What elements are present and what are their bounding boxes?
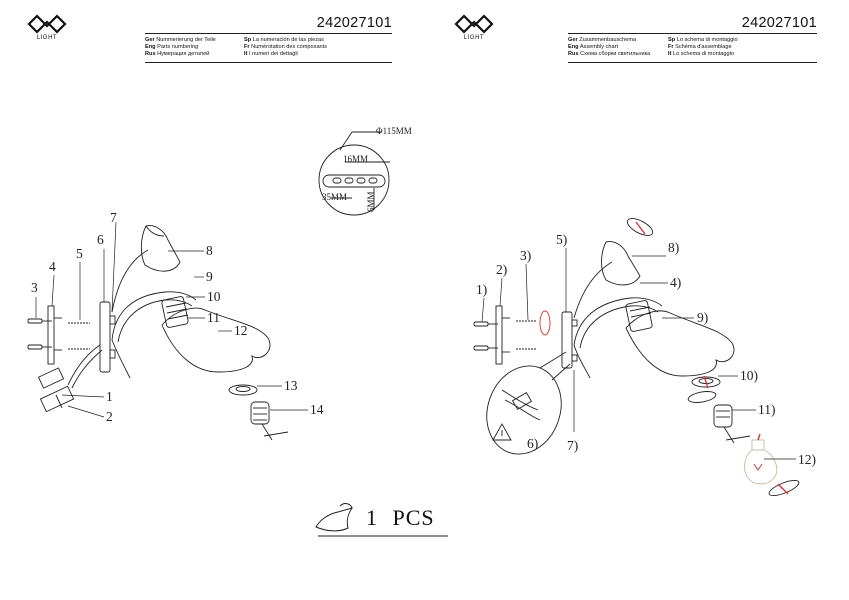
bulb-socket-left <box>250 401 289 441</box>
dim-slot-width: 35MM <box>322 192 348 202</box>
step-label-12: 12) <box>798 452 816 467</box>
screws-left <box>68 322 90 350</box>
lower-arm-left <box>111 291 197 379</box>
brand-logo-left: LIGHT <box>27 14 67 41</box>
shade-ring-right <box>687 375 721 403</box>
lamp-holder-and-shade-left <box>161 296 271 373</box>
mw-logo-icon <box>454 14 494 34</box>
wiring-detail-right <box>486 351 571 455</box>
lang-col1-left: Ger Nummerierung der Teile Eng Parts num… <box>145 37 216 57</box>
lang-col2-left: Sp La numeración de las piezas Fr Numéro… <box>244 37 328 57</box>
shade-quantity-icon <box>315 503 354 532</box>
mw-logo-icon <box>27 14 67 34</box>
step-label-3: 3) <box>520 248 532 263</box>
step-label-9: 9) <box>697 310 709 325</box>
part-label-7: 7 <box>110 210 117 225</box>
part-label-10: 10 <box>207 289 221 304</box>
leader-lines-right <box>481 248 796 460</box>
dim-slot-height: 6MM <box>366 191 376 212</box>
part-label-13: 13 <box>284 378 298 393</box>
lamp-holder-and-shade-right <box>625 300 735 377</box>
brand-logo-right: LIGHT <box>454 14 494 41</box>
quantity-label: 1 PCS <box>366 505 435 531</box>
part-label-3: 3 <box>31 280 38 295</box>
part-label-1: 1 <box>106 389 113 404</box>
header-bottom-rule-right <box>568 62 817 63</box>
lang-col1-right: Ger Zusammenbauschema Eng Assembly chart… <box>568 37 651 57</box>
light-bulb-right <box>744 433 800 497</box>
backplate-left <box>99 301 116 373</box>
step-label-2: 2) <box>496 262 508 277</box>
quantity-count: 1 <box>366 505 378 530</box>
step-label-1: 1) <box>476 282 488 297</box>
part-label-6: 6 <box>97 232 104 247</box>
wall-anchors-right <box>473 321 498 351</box>
shade-ring-left <box>228 384 258 396</box>
quantity-unit: PCS <box>392 505 435 530</box>
shade-cap-right <box>626 218 654 236</box>
logo-text: LIGHT <box>463 35 485 41</box>
dim-slot-spacing: 16MM <box>343 154 369 164</box>
bulb-socket-right <box>713 404 751 444</box>
header-rule-right <box>568 33 817 34</box>
part-label-4: 4 <box>49 259 56 274</box>
part-label-9: 9 <box>206 269 213 284</box>
step-label-11: 11) <box>758 402 776 417</box>
header-rule-left <box>145 33 392 34</box>
step-label-8: 8) <box>668 240 680 255</box>
logo-text: LIGHT <box>36 35 58 41</box>
upper-arm-and-shade-right <box>573 241 641 319</box>
lower-arm-right <box>573 297 663 379</box>
screws-right <box>516 310 551 350</box>
upper-arm-and-shade-left <box>111 225 181 313</box>
mounting-plate-right <box>495 305 510 365</box>
step-label-6: 6) <box>527 436 539 451</box>
wall-anchors-left <box>27 318 52 350</box>
step-label-5: 5) <box>556 232 568 247</box>
dim-diameter: Φ115MM <box>376 126 412 136</box>
part-label-2: 2 <box>106 409 113 424</box>
step-label-4: 4) <box>670 275 682 290</box>
part-label-14: 14 <box>310 402 324 417</box>
part-label-11: 11 <box>207 310 220 325</box>
terminal-block-left <box>37 344 103 413</box>
leader-lines-left <box>35 221 308 418</box>
header-bottom-rule-left <box>145 62 392 63</box>
backplate-dimension-detail <box>318 131 390 216</box>
step-label-10: 10) <box>740 368 758 383</box>
step-label-7: 7) <box>567 438 579 453</box>
lang-col2-right: Sp Lo schema di montaggio Fr Schéma d'as… <box>668 37 738 57</box>
part-label-8: 8 <box>206 243 213 258</box>
part-label-12: 12 <box>234 323 248 338</box>
product-code-left: 242027101 <box>316 15 392 31</box>
mounting-plate-left <box>47 305 62 365</box>
product-code-right: 242027101 <box>741 15 817 31</box>
backplate-right <box>561 311 578 369</box>
part-label-5: 5 <box>76 246 83 261</box>
